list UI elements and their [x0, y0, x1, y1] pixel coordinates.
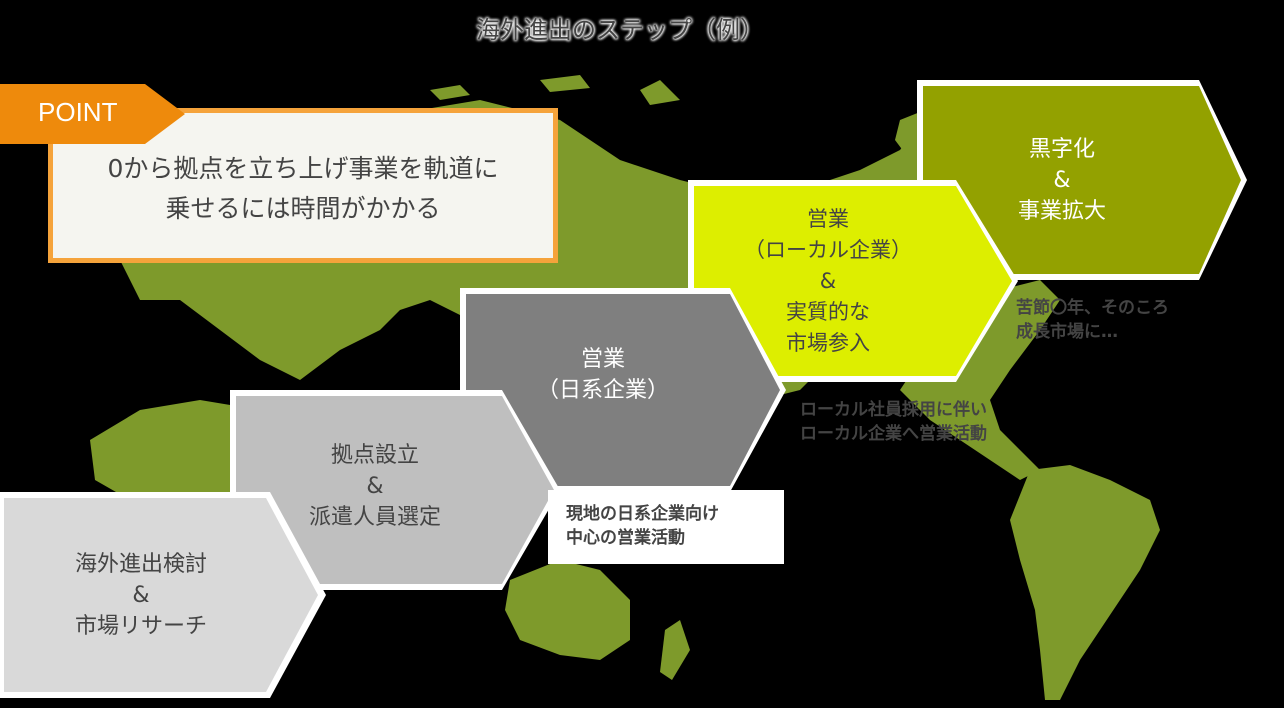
- point-line-1: 0から拠点を立ち上げ事業を軌道に: [107, 154, 499, 183]
- step-2-line-2: &: [366, 474, 384, 499]
- step-4-line-5: 市場参入: [786, 330, 870, 355]
- caption-1-line-1: 現地の日系企業向け: [566, 504, 719, 524]
- step-4-line-3: &: [819, 268, 837, 293]
- step-4-line-2: （ローカル企業）: [744, 237, 912, 262]
- step-2-line-1: 拠点設立: [330, 443, 419, 468]
- caption-japanese-sales: 現地の日系企業向け 中心の営業活動: [548, 490, 784, 564]
- step-5-line-1: 黒字化: [1028, 136, 1095, 162]
- step-5-line-2: &: [1053, 167, 1071, 193]
- point-line-2: 乗せるには時間がかかる: [165, 194, 441, 223]
- caption-1-line-2: 中心の営業活動: [566, 528, 685, 548]
- caption-3-line-1: 苦節〇年、そのころ: [1016, 298, 1169, 318]
- caption-growth-market: 苦節〇年、そのころ 成長市場に…: [1016, 296, 1236, 344]
- page-title: 海外進出のステップ（例）: [476, 16, 764, 44]
- caption-2-line-1: ローカル社員採用に伴い: [800, 400, 987, 420]
- step-3-line-2: （日系企業）: [536, 378, 669, 403]
- caption-3-line-2: 成長市場に…: [1016, 322, 1118, 342]
- caption-2-line-2: ローカル企業へ営業活動: [800, 424, 987, 444]
- step-2-line-3: 派遣人員選定: [308, 505, 441, 530]
- step-1-line-2: &: [132, 582, 150, 608]
- point-message-box: 0から拠点を立ち上げ事業を軌道に 乗せるには時間がかかる: [48, 108, 558, 263]
- step-3-line-1: 営業: [580, 347, 625, 372]
- step-1-line-3: 市場リサーチ: [74, 613, 207, 639]
- caption-local-hiring: ローカル社員採用に伴い ローカル企業へ営業活動: [800, 398, 1060, 446]
- point-tag: POINT: [0, 84, 185, 144]
- step-5-line-3: 事業拡大: [1017, 198, 1106, 224]
- step-4-line-4: 実質的な: [786, 299, 870, 324]
- step-4-line-1: 営業: [807, 206, 849, 231]
- step-1-market-research: 海外進出検討 & 市場リサーチ: [4, 498, 318, 692]
- step-1-line-1: 海外進出検討: [74, 551, 207, 577]
